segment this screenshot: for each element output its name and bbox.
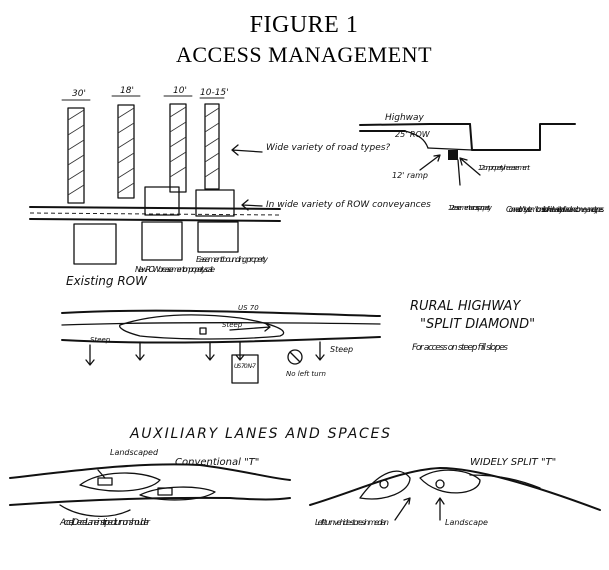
label-us70-box: US 70 N-7 bbox=[234, 363, 256, 370]
figure-subtitle: ACCESS MANAGEMENT bbox=[176, 42, 432, 67]
figure-title: FIGURE 1 bbox=[250, 12, 359, 38]
label-steep-center: Steep bbox=[222, 321, 243, 329]
width-30: 30' bbox=[72, 89, 86, 99]
width-18: 18' bbox=[120, 86, 134, 96]
label-landscape: Landscape bbox=[445, 518, 488, 527]
note-connection-system: Connection "system" consists of wide var… bbox=[506, 205, 604, 214]
note-road-types: Wide variety of road types? bbox=[266, 143, 390, 153]
label-left-turn-storage: Left-turn vehicle stores in median bbox=[315, 518, 389, 527]
heading-auxiliary-lanes: AUXILIARY LANES AND SPACES bbox=[129, 426, 390, 442]
label-no-left-turn: No left turn bbox=[286, 370, 326, 378]
heading-rural-highway: RURAL HIGHWAY bbox=[410, 299, 521, 314]
label-12-ramp: 12' ramp bbox=[392, 171, 428, 180]
label-new-row: New ROW or easement on property scale bbox=[135, 265, 215, 274]
heading-split-diamond: "SPLIT DIAMOND" bbox=[420, 317, 535, 332]
label-accel-decel: Accel / Decel Lane in striped turn on sh… bbox=[59, 518, 151, 528]
note-row-conveyances: In wide variety of ROW conveyances bbox=[266, 200, 431, 210]
label-easement-bounding: Easement bounding property bbox=[196, 255, 268, 264]
label-easement-property-line: 12' on property line easement bbox=[478, 164, 530, 172]
note-steep-access: For access on steep fill slopes bbox=[412, 343, 508, 353]
highway-connection-sketch bbox=[359, 123, 576, 186]
width-10-15: 10-15' bbox=[200, 88, 229, 98]
vertical-strips bbox=[61, 95, 225, 204]
label-existing-row: Existing ROW bbox=[66, 274, 148, 288]
label-conventional-t: Conventional "T" bbox=[175, 457, 259, 468]
label-steep-left: Steep bbox=[90, 336, 111, 344]
conventional-t-sketch bbox=[9, 463, 291, 517]
label-us70: US 70 bbox=[238, 304, 259, 312]
width-10: 10' bbox=[173, 86, 187, 96]
label-steep-right: Steep bbox=[330, 345, 353, 354]
widely-split-t-sketch bbox=[309, 467, 601, 521]
label-highway: Highway bbox=[385, 113, 425, 123]
label-landscaped: Landscaped bbox=[110, 448, 159, 457]
row-conveyance-sketch: 30' 18' 10' 10-15' bbox=[29, 86, 281, 265]
label-widely-split-t: WIDELY SPLIT "T" bbox=[470, 457, 556, 468]
split-diamond-sketch bbox=[61, 309, 381, 384]
label-easement-across: 12' easement across property bbox=[448, 204, 493, 212]
label-25-row: 25' ROW bbox=[395, 130, 431, 139]
